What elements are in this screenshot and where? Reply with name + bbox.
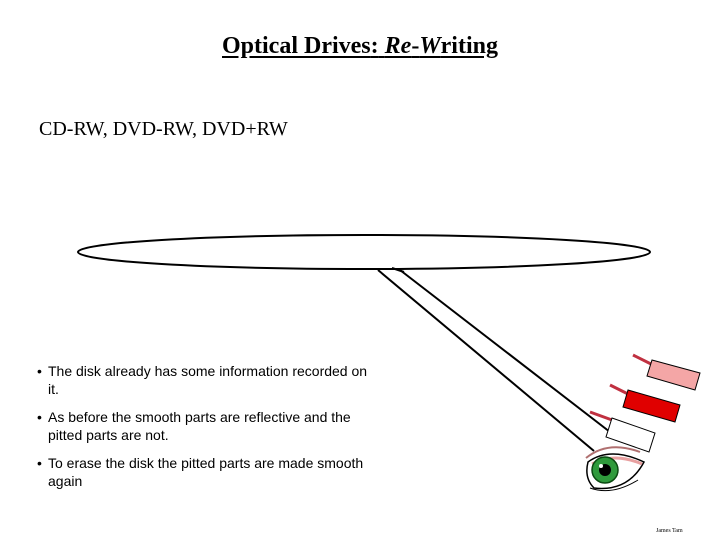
bullet-item-2: • As before the smooth parts are reflect… — [36, 408, 376, 444]
eye-icon — [585, 446, 646, 492]
disk-ellipse — [77, 234, 651, 270]
laser-emitter-pink — [632, 353, 701, 391]
bullet-marker: • — [37, 363, 42, 379]
author-footer: James Tam — [656, 528, 683, 534]
laser-emitter-white — [589, 410, 656, 453]
bullet-marker: • — [37, 409, 42, 425]
bullet-item-1: • The disk already has some information … — [36, 362, 376, 398]
title-main: Optical Drives — [222, 33, 371, 59]
laser-beam — [377, 267, 611, 452]
bullet-item-3: • To erase the disk the pitted parts are… — [36, 454, 376, 490]
title-colon: : — [370, 33, 379, 59]
slide-subtitle: CD-RW, DVD-RW, DVD+RW — [39, 118, 288, 140]
slide-title: Optical Drives: Re-Writing — [222, 33, 498, 59]
bullet-text: As before the smooth parts are reflectiv… — [48, 409, 351, 443]
bullet-marker: • — [37, 455, 42, 471]
bullet-list: • The disk already has some information … — [36, 362, 376, 500]
title-riting: riting — [440, 33, 498, 59]
bullet-text: To erase the disk the pitted parts are m… — [48, 455, 364, 489]
laser-emitter-red — [609, 383, 681, 423]
title-w: W — [419, 33, 441, 59]
bullet-text: The disk already has some information re… — [48, 363, 368, 397]
title-re: Re — [384, 33, 412, 59]
